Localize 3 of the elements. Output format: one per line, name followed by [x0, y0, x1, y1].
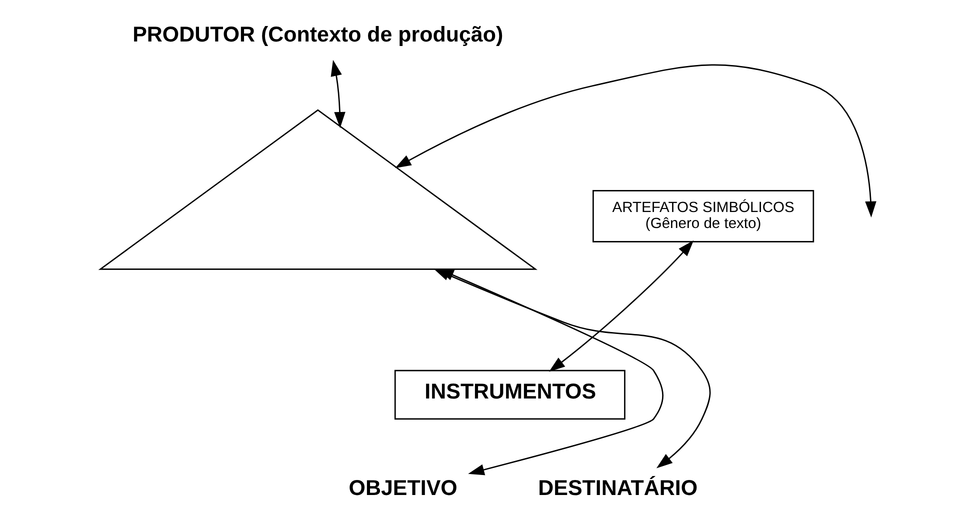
node-text: DESTINATÁRIO — [538, 476, 698, 500]
node-text: OBJETIVO — [348, 476, 457, 500]
node-text: PRODUTOR (Contexto de produção) — [132, 22, 503, 46]
